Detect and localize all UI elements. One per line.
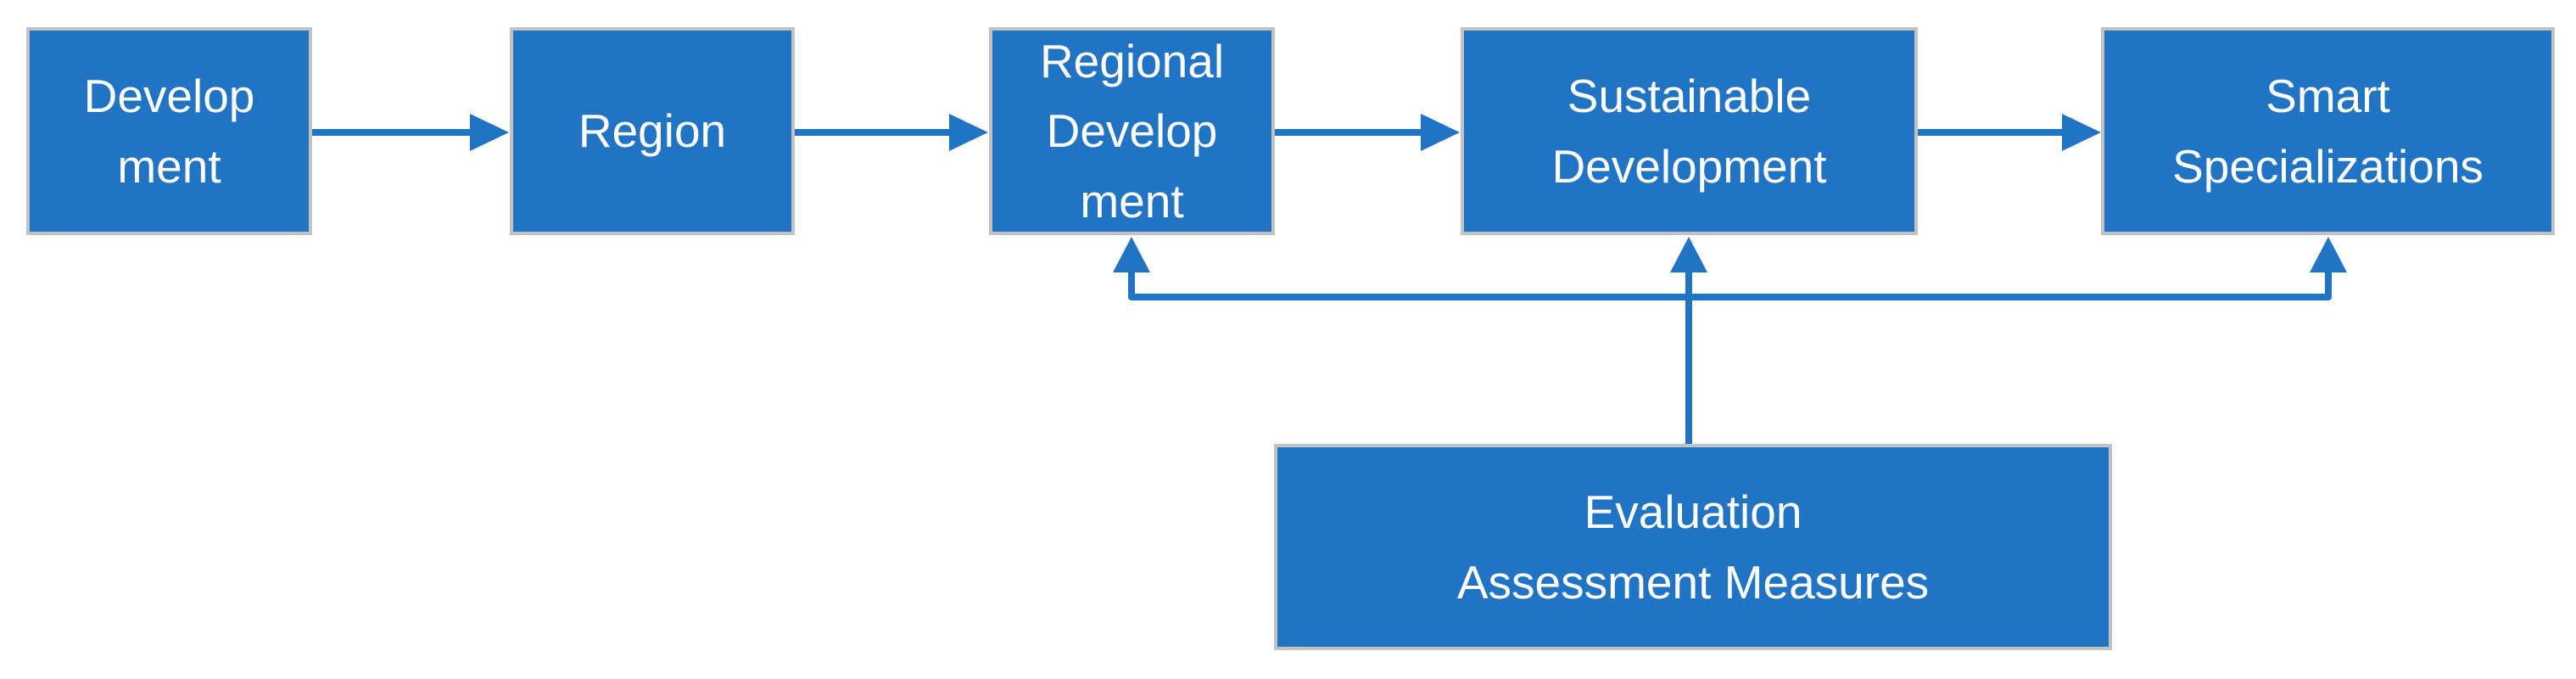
arrowhead-right-icon [470,114,509,151]
arrow-regional-development-to-sustainable-development [1275,114,1460,151]
arrow-development-to-region [312,114,509,151]
arrowhead-right-icon [949,114,988,151]
node-label: Evaluation Assessment Measures [1456,485,1930,609]
evaluation-feedback-connector [1113,237,2347,444]
node-region: Region [510,27,795,235]
arrow-region-to-regional-development [795,114,988,151]
arrowhead-right-icon [1421,114,1460,151]
node-label: Regional Develop ment [1039,34,1225,227]
node-label: Region [578,104,727,158]
arrow-sustainable-development-to-smart-specializations [1918,114,2101,151]
node-regional-development: Regional Develop ment [989,27,1275,235]
arrowhead-up-icon [1113,237,1150,272]
node-smart-specializations: Smart Specializations [2101,27,2555,235]
node-label: Smart Specializations [2172,70,2484,193]
feedback-elbow-line [1128,270,2332,300]
node-label: Sustainable Development [1551,70,1827,193]
node-development: Develop ment [26,27,312,235]
arrowhead-up-icon [1670,237,1707,272]
node-sustainable-development: Sustainable Development [1461,27,1918,235]
arrowhead-up-icon [2310,237,2347,272]
node-label: Develop ment [83,70,255,193]
arrowhead-right-icon [2062,114,2101,151]
node-evaluation-assessment-measures: Evaluation Assessment Measures [1274,444,2112,650]
